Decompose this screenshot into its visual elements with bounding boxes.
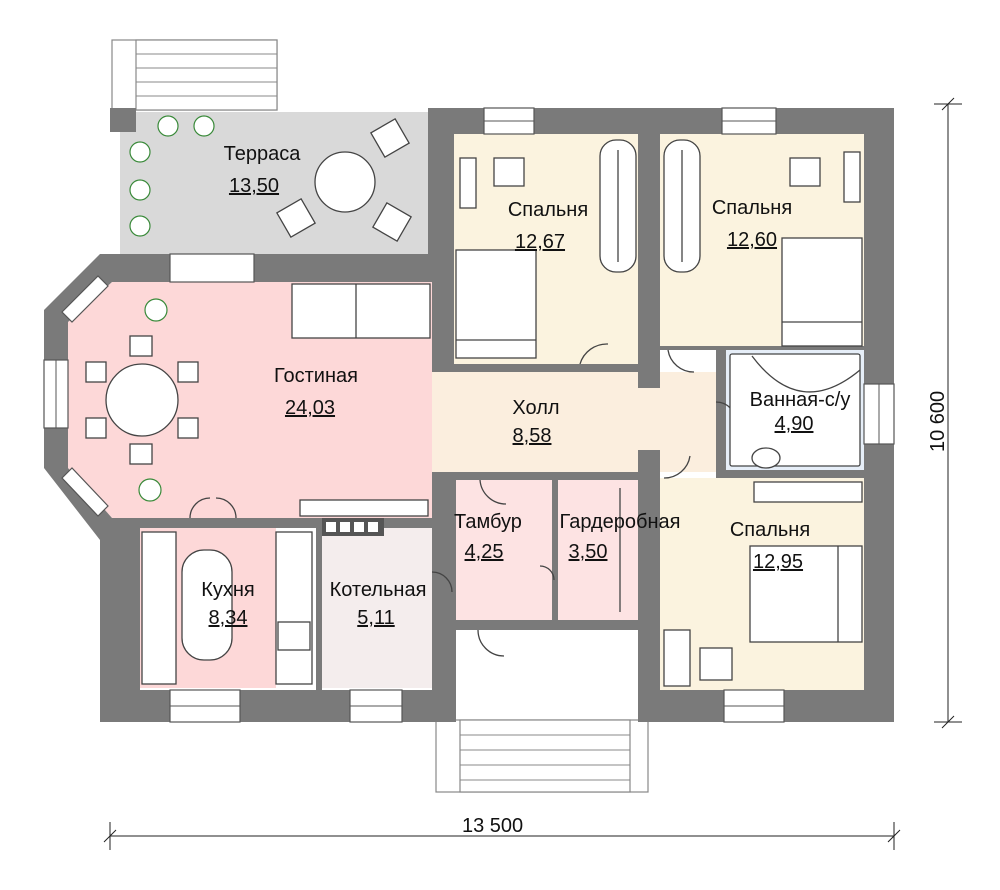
boiler-name: Котельная	[330, 579, 427, 601]
entrance-steps	[435, 719, 649, 793]
living-floor	[68, 282, 432, 518]
bedroom1-furniture	[455, 139, 637, 359]
kitchen-area: 8,34	[209, 607, 248, 629]
bedroom1-name: Спальня	[508, 199, 588, 221]
wardrobe-floor	[556, 480, 638, 620]
living-area: 24,03	[285, 397, 335, 419]
hall-floor	[432, 372, 722, 472]
hall-name: Холл	[512, 397, 559, 419]
boiler-floor	[320, 528, 432, 688]
kitchen-name: Кухня	[201, 579, 255, 601]
boiler-equipment	[322, 518, 384, 536]
bath-name: Ванная-с/у	[750, 389, 851, 411]
bedroom2-area: 12,60	[727, 229, 777, 251]
bedroom2-furniture	[663, 139, 863, 347]
bedroom2-name: Спальня	[712, 197, 792, 219]
bedroom3-name: Спальня	[730, 519, 810, 541]
bedroom3-area: 12,95	[753, 551, 803, 573]
bedroom1-area: 12,67	[515, 231, 565, 253]
terrace-name: Терраса	[224, 143, 302, 165]
boiler-area: 5,11	[357, 607, 394, 629]
bath-area: 4,90	[775, 413, 814, 435]
width-dimension	[103, 822, 901, 850]
kitchen-furniture	[141, 531, 313, 685]
hall-area: 8,58	[513, 425, 552, 447]
height-dimension	[934, 97, 962, 729]
terrace-furniture	[129, 115, 413, 243]
living-name: Гостиная	[274, 365, 358, 387]
height-label: 10 600	[927, 391, 949, 452]
wardrobe-area: 3,50	[569, 541, 608, 563]
terrace-area: 13,50	[229, 175, 279, 197]
windows	[43, 107, 895, 723]
wardrobe-name: Гардеробная	[560, 511, 681, 533]
bedroom3-furniture	[663, 481, 863, 687]
vestibule-name: Тамбур	[454, 511, 522, 533]
vestibule-area: 4,25	[465, 541, 504, 563]
terrace-steps	[111, 39, 278, 111]
bath-furniture	[729, 353, 861, 469]
width-label: 13 500	[462, 815, 523, 837]
living-furniture	[85, 283, 431, 517]
